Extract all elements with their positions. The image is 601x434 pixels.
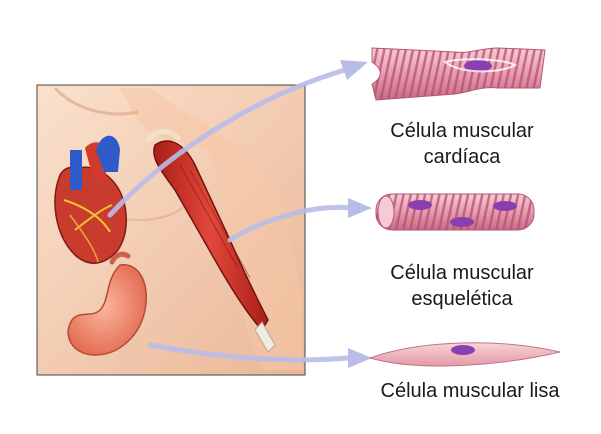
arrow-to-skeletal	[227, 198, 372, 243]
label-skeletal-line2: esquelética	[411, 288, 513, 310]
cardiac-muscle-cell	[371, 47, 546, 101]
label-cardiac-line2: cardíaca	[423, 146, 501, 168]
torso-body	[40, 88, 302, 370]
skeletal-nucleus-2	[450, 217, 474, 227]
smooth-nucleus	[451, 345, 475, 355]
neck-shadow	[53, 86, 139, 116]
label-skeletal-muscle-cell: Célula muscular esquelética	[352, 260, 572, 312]
label-cardiac-line1: Célula muscular	[390, 120, 534, 142]
arrow-to-smooth	[147, 342, 372, 368]
skeletal-muscle-cell	[375, 193, 535, 231]
skeletal-nucleus-3	[493, 201, 517, 211]
smooth-muscle-cell	[368, 342, 561, 367]
biceps-muscle-icon	[145, 129, 276, 353]
heart-icon	[54, 135, 127, 264]
label-skeletal-line1: Célula muscular	[390, 262, 534, 284]
skeletal-nucleus-1	[408, 200, 432, 210]
stomach-icon	[67, 251, 147, 356]
label-smooth-line1: Célula muscular lisa	[380, 380, 560, 402]
arrow-to-cardiac	[107, 60, 368, 218]
label-smooth-muscle-cell: Célula muscular lisa	[350, 378, 590, 404]
cardiac-nucleus	[464, 60, 492, 72]
label-cardiac-muscle-cell: Célula muscular cardíaca	[352, 118, 572, 170]
